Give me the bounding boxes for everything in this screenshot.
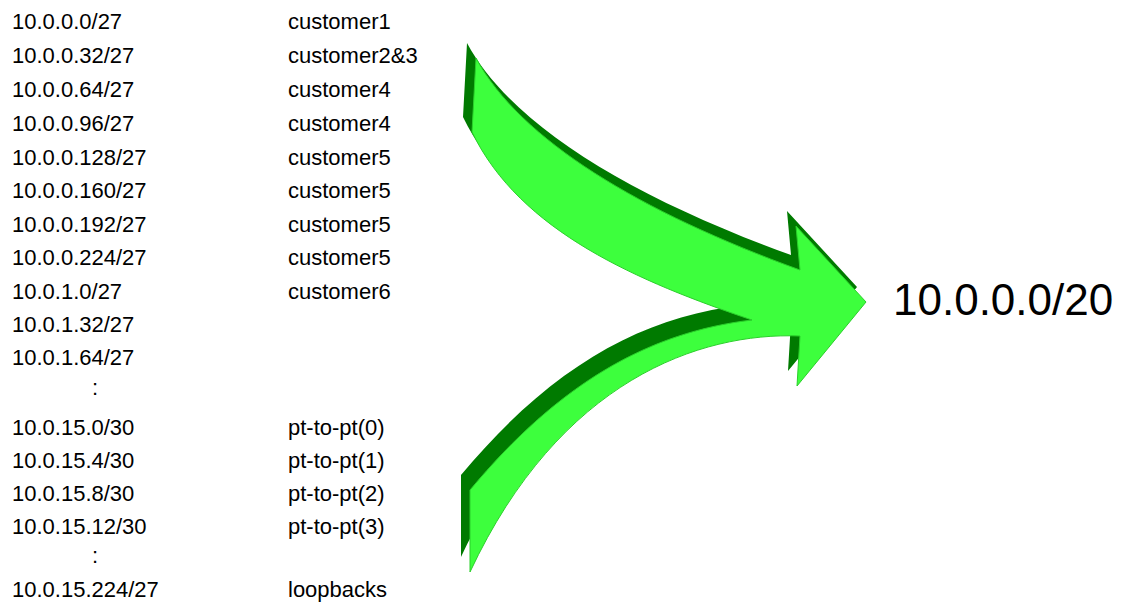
- subnet-owner: customer5: [288, 178, 391, 204]
- subnet-address: 10.0.0.192/27: [12, 212, 147, 238]
- subnet-owner: customer5: [288, 212, 391, 238]
- ellipsis-dots: :: [92, 375, 98, 401]
- subnet-owner: pt-to-pt(3): [288, 514, 385, 540]
- subnet-address: 10.0.15.224/27: [12, 577, 159, 603]
- subnet-owner: customer5: [288, 145, 391, 171]
- subnet-owner: pt-to-pt(1): [288, 448, 385, 474]
- subnet-address: 10.0.0.224/27: [12, 245, 147, 271]
- subnet-address: 10.0.0.32/27: [12, 43, 134, 69]
- subnet-address: 10.0.0.96/27: [12, 111, 134, 137]
- subnet-owner: customer4: [288, 77, 391, 103]
- subnet-address: 10.0.15.0/30: [12, 415, 134, 441]
- aggregate-prefix: 10.0.0.0/20: [893, 274, 1113, 327]
- subnet-address: 10.0.0.128/27: [12, 145, 147, 171]
- subnet-address: 10.0.15.4/30: [12, 448, 134, 474]
- subnet-address: 10.0.1.64/27: [12, 345, 134, 371]
- subnet-address: 10.0.0.0/27: [12, 9, 122, 35]
- subnet-address: 10.0.0.64/27: [12, 77, 134, 103]
- arrow-face: [470, 58, 866, 572]
- subnet-owner: loopbacks: [288, 577, 387, 603]
- subnet-address: 10.0.15.8/30: [12, 481, 134, 507]
- subnet-owner: customer6: [288, 279, 391, 305]
- subnet-owner: customer4: [288, 111, 391, 137]
- subnet-address: 10.0.0.160/27: [12, 178, 147, 204]
- subnet-address: 10.0.1.32/27: [12, 312, 134, 338]
- subnet-owner: pt-to-pt(0): [288, 415, 385, 441]
- subnet-owner: customer2&3: [288, 43, 418, 69]
- subnet-owner: pt-to-pt(2): [288, 481, 385, 507]
- ellipsis-dots: :: [92, 543, 98, 569]
- subnet-address: 10.0.1.0/27: [12, 279, 122, 305]
- subnet-address: 10.0.15.12/30: [12, 514, 147, 540]
- subnet-owner: customer5: [288, 245, 391, 271]
- subnet-owner: customer1: [288, 9, 391, 35]
